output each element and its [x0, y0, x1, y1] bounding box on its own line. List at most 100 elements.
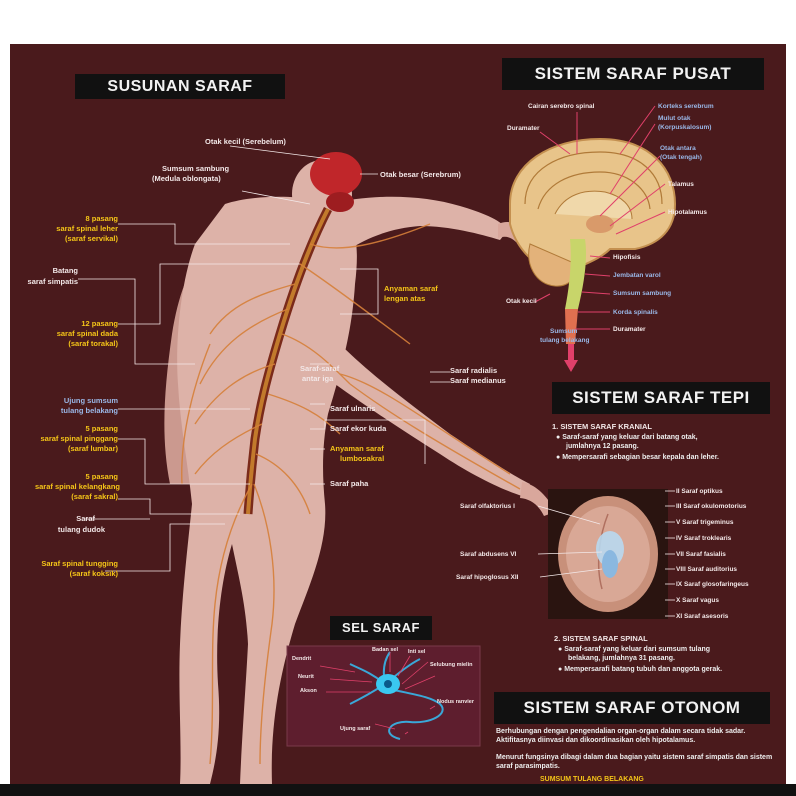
tepi-kranial-bullet-2-text: Mempersarafi sebagian besar kepala dan l…	[562, 454, 719, 461]
label-pinggang-2: saraf spinal pinggang	[40, 434, 118, 443]
label-dada-1: 12 pasang	[81, 319, 118, 328]
label-antar-iga-2: antar iga	[302, 374, 334, 383]
cranial-nerves-image	[548, 489, 668, 619]
cranial-left-3: Saraf hipoglosus XII	[456, 574, 519, 581]
cranial-right-2: V Saraf trigeminus	[676, 519, 734, 526]
label-radialis: Saraf radialis	[450, 366, 498, 375]
sel-label-akson: Akson	[300, 688, 317, 694]
sel-label-neurit: Neurit	[298, 674, 314, 680]
label-leher-1: 8 pasang	[85, 214, 118, 223]
brain-label-sumsum-2: tulang belakang	[540, 337, 590, 344]
label-anyaman-atas-2: lengan atas	[384, 294, 426, 303]
label-ulnaris: Saraf ulnaris	[330, 404, 376, 413]
sel-label-nodus: Nodus ranvier	[437, 699, 474, 705]
sel-label-selubung: Selubung mielin	[430, 662, 473, 668]
anatomy-poster: SUSUNAN SARAF SISTEM SARAF PUSAT SISTEM …	[10, 44, 786, 784]
label-sakral-3: (saraf sakral)	[71, 492, 118, 501]
brain-label-talamus: Talamus	[668, 181, 694, 188]
cranial-right-1: III Saraf okulomotorius	[676, 503, 747, 510]
tepi-spinal-bullet-2-text: Mempersarafi batang tubuh dan anggota ge…	[564, 666, 723, 673]
title-sistem-saraf-pusat: SISTEM SARAF PUSAT	[502, 58, 764, 90]
cranial-left-1: Saraf olfaktorius I	[460, 503, 515, 510]
label-otak-besar: Otak besar (Serebrum)	[380, 170, 461, 179]
brain-label-sumsum-1: Sumsum	[550, 328, 578, 335]
label-pinggang-1: 5 pasang	[85, 424, 118, 433]
label-dada-3: (saraf torakal)	[68, 339, 118, 348]
sel-label-inti-sel: Inti sel	[408, 649, 426, 655]
label-batang-2: saraf simpatis	[27, 277, 78, 286]
label-dudok-1: Saraf	[76, 514, 95, 523]
label-anyaman-atas-1: Anyaman saraf	[384, 284, 438, 293]
cranial-right-8: XI Saraf asesoris	[676, 613, 729, 620]
label-otak-kecil: Otak kecil (Serebelum)	[205, 137, 286, 146]
brain-label-sumsum-sambung: Sumsum sambung	[613, 290, 672, 297]
poster-illustrations	[78, 105, 677, 784]
cranial-right-3: IV Saraf troklearis	[676, 535, 732, 542]
brain-label-hipofisis: Hipofisis	[613, 254, 641, 261]
tepi-kranial-bullet-1a: ● Saraf-saraf yang keluar dari batang ot…	[556, 434, 698, 441]
brain-label-hipotalamus: Hipotalamus	[668, 209, 708, 216]
cranial-right-6: IX Saraf glosofaringeus	[676, 581, 749, 588]
brain-label-korda: Korda spinalis	[613, 309, 658, 316]
brain-label-mulut-2: (Korpuskalosum)	[658, 124, 712, 131]
cranial-right-0: II Saraf optikus	[676, 488, 723, 495]
label-paha: Saraf paha	[330, 479, 369, 488]
brain-label-duramater-top: Duramater	[507, 125, 540, 132]
nerve-cell-diagram	[286, 645, 481, 747]
label-dada-2: saraf spinal dada	[56, 329, 118, 338]
tepi-kranial-bullet-1b: jumlahnya 12 pasang.	[566, 443, 639, 450]
brain-label-mulut-1: Mulut otak	[658, 115, 691, 122]
sel-label-ujung: Ujung saraf	[340, 726, 371, 732]
brain-cross-section	[509, 137, 677, 372]
label-pinggang-3: (saraf lumbar)	[67, 444, 118, 453]
sel-label-dendrit: Dendrit	[292, 656, 312, 662]
tepi-spinal-bullet-1a-text: Saraf-saraf yang keluar dari sumsum tula…	[564, 646, 711, 653]
cranial-left-2: Saraf abdusens VI	[460, 551, 517, 558]
cranial-right-7: X Saraf vagus	[676, 597, 719, 604]
otonom-paragraph-1: Berhubungan dengan pengendalian organ-or…	[496, 728, 746, 744]
label-dudok-2: tulang dudok	[57, 525, 105, 534]
brain-label-otak-antara-1: Otak antara	[660, 145, 696, 152]
label-leher-2: saraf spinal leher	[56, 224, 118, 233]
label-leher-3: (saraf servikal)	[65, 234, 118, 243]
label-ujung-2: tulang belakang	[60, 406, 118, 415]
brain-label-otak-antara-2: (Otak tengah)	[660, 154, 702, 161]
label-batang-1: Batang	[52, 266, 78, 275]
label-sakral-2: saraf spinal kelangkang	[34, 482, 120, 491]
label-lumbosakral-2: lumbosakral	[340, 454, 385, 463]
label-sumsum-sambung-2: (Medula oblongata)	[152, 174, 221, 183]
otonom-footer: SUMSUM TULANG BELAKANG	[540, 776, 644, 783]
tepi-kranial-bullet-1a-text: Saraf-saraf yang keluar dari batang otak…	[562, 434, 698, 441]
label-medianus: Saraf medianus	[450, 376, 506, 385]
title-sistem-saraf-tepi: SISTEM SARAF TEPI	[552, 382, 770, 414]
label-antar-iga-1: Saraf-saraf	[300, 364, 340, 373]
label-ujung-1: Ujung sumsum	[63, 396, 118, 405]
brain-leader-lines	[534, 105, 666, 330]
title-sistem-saraf-otonom: SISTEM SARAF OTONOM	[494, 692, 770, 724]
brain-label-otak-kecil: Otak kecil	[506, 298, 537, 305]
tepi-spinal-bullet-2: ● Mempersarafi batang tubuh dan anggota …	[558, 666, 723, 673]
label-sumsum-sambung-1: Sumsum sambung	[162, 164, 230, 173]
tepi-spinal-title: 2. SISTEM SARAF SPINAL	[554, 634, 648, 643]
title-susunan-saraf: SUSUNAN SARAF	[75, 74, 285, 99]
label-ekor-kuda: Saraf ekor kuda	[330, 424, 387, 433]
tepi-spinal-bullet-1b: belakang, jumlahnya 31 pasang.	[568, 655, 675, 662]
cranial-right-4: VII Saraf fasialis	[676, 551, 726, 558]
tepi-kranial-bullet-2: ● Mempersarafi sebagian besar kepala dan…	[556, 454, 719, 461]
title-sel-saraf: SEL SARAF	[330, 616, 432, 640]
brain-label-duramater-bottom: Duramater	[613, 326, 646, 333]
label-koksik-2: (saraf koksik)	[69, 569, 118, 578]
brain-label-cairan: Cairan serebro spinal	[528, 103, 595, 110]
brain-label-korteks: Korteks serebrum	[658, 103, 714, 110]
bottom-border-bar	[0, 784, 796, 796]
cranial-leader-lines	[537, 490, 675, 617]
sel-label-badan-sel: Badan sel	[372, 647, 398, 653]
body-leader-lines	[78, 145, 450, 572]
label-koksik-1: Saraf spinal tungging	[41, 559, 118, 568]
tepi-kranial-title: 1. SISTEM SARAF KRANIAL	[552, 422, 653, 431]
otonom-paragraph-2: Menurut fungsinya dibagi dalam dua bagia…	[496, 754, 773, 770]
tepi-spinal-bullet-1a: ● Saraf-saraf yang keluar dari sumsum tu…	[558, 646, 711, 653]
brain-label-jembatan: Jembatan varol	[613, 272, 661, 279]
label-sakral-1: 5 pasang	[85, 472, 118, 481]
label-lumbosakral-1: Anyaman saraf	[330, 444, 384, 453]
